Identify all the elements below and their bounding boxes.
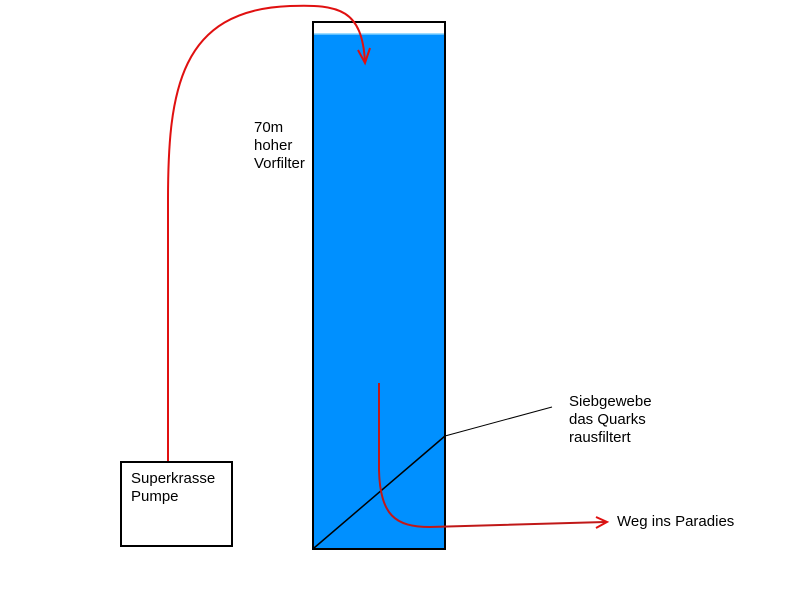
mesh-pointer-line: [444, 406, 553, 437]
outlet-label: Weg ins Paradies: [617, 513, 734, 530]
outlet-pipe: [378, 383, 606, 529]
filter-label-line2: hoher: [254, 137, 292, 154]
mesh-label-line2: das Quarks: [569, 411, 646, 428]
filter-label-line1: 70m: [254, 119, 283, 136]
outlet-arrowhead-icon: [595, 516, 610, 529]
sieve-mesh: [313, 435, 446, 549]
inlet-pipe: [167, 4, 366, 462]
pump-box: [120, 461, 233, 547]
filter-label-line3: Vorfilter: [254, 155, 305, 172]
tank-outline: [312, 21, 446, 550]
mesh-label-line3: rausfiltert: [569, 429, 632, 446]
mesh-label-line1: Siebgewebe: [569, 393, 652, 410]
inlet-arrowhead-icon: [357, 47, 371, 66]
pump-label-line2: Pumpe: [131, 488, 179, 505]
pump-label-line1: Superkrasse: [131, 470, 215, 487]
